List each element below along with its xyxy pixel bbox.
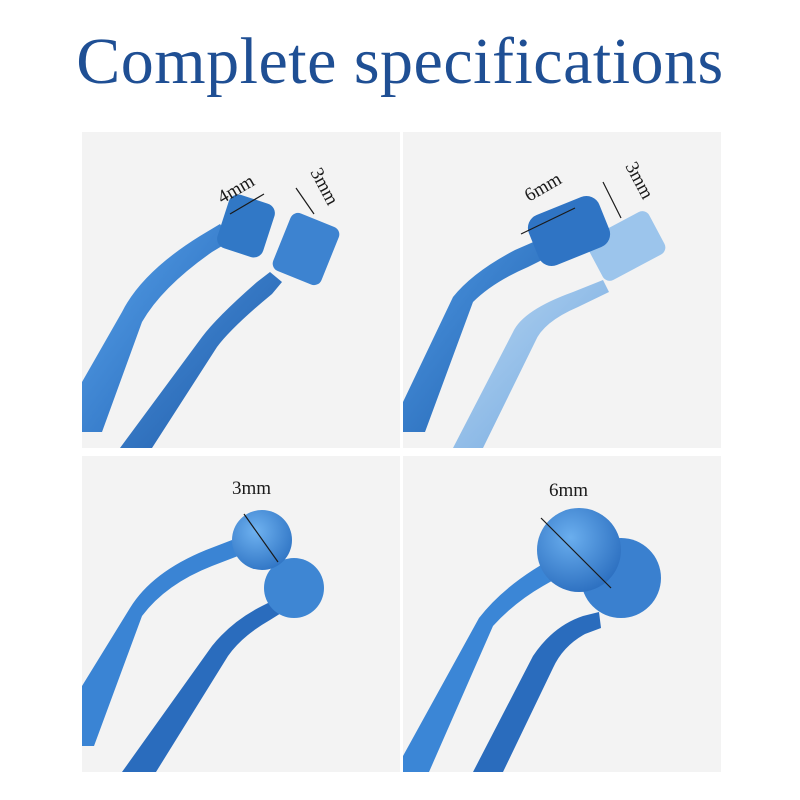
forceps-back-arm	[473, 612, 601, 772]
dimension-line-3mm	[295, 187, 315, 215]
dimension-line-3mm	[243, 513, 279, 563]
forceps-front-tip	[537, 508, 621, 592]
forceps-back-arm	[122, 598, 286, 772]
spec-panel-6mm-3mm: 6mm 3mm	[403, 132, 721, 448]
forceps-front-arm	[403, 560, 557, 772]
forceps-front-tip	[527, 195, 611, 267]
forceps-image-4mm: 4mm 3mm	[82, 164, 343, 448]
dimension-label-6mm: 6mm	[549, 480, 588, 501]
dimension-line-6mm	[540, 517, 612, 589]
forceps-image-6mm-flat: 6mm 3mm	[403, 158, 666, 448]
dimension-line-4mm	[229, 193, 265, 215]
forceps-back-tip	[264, 558, 324, 618]
dimension-line-3mm	[602, 181, 622, 219]
forceps-front-arm	[82, 224, 232, 432]
forceps-front-arm	[82, 540, 238, 746]
dimension-label-6mm: 6mm	[521, 169, 566, 207]
forceps-image-3mm-round: 3mm	[82, 478, 324, 772]
forceps-back-arm	[120, 272, 282, 448]
dimension-label-3mm: 3mm	[232, 478, 271, 499]
dimension-line-6mm	[520, 207, 576, 235]
dimension-label-3mm: 3mm	[306, 164, 343, 209]
dimension-label-3mm: 3mm	[621, 158, 658, 203]
spec-panel-6mm-round: 6mm	[403, 456, 721, 772]
forceps-back-tip	[586, 211, 666, 281]
page-title: Complete specifications	[76, 25, 724, 98]
forceps-back-tip	[272, 212, 340, 286]
spec-panel-3mm-round: 3mm	[82, 456, 400, 772]
forceps-front-arm	[403, 240, 548, 432]
forceps-back-arm	[453, 280, 609, 448]
forceps-image-6mm-round: 6mm	[403, 480, 661, 772]
forceps-front-tip	[217, 194, 275, 258]
spec-panel-4mm-3mm: 4mm 3mm	[82, 132, 400, 448]
